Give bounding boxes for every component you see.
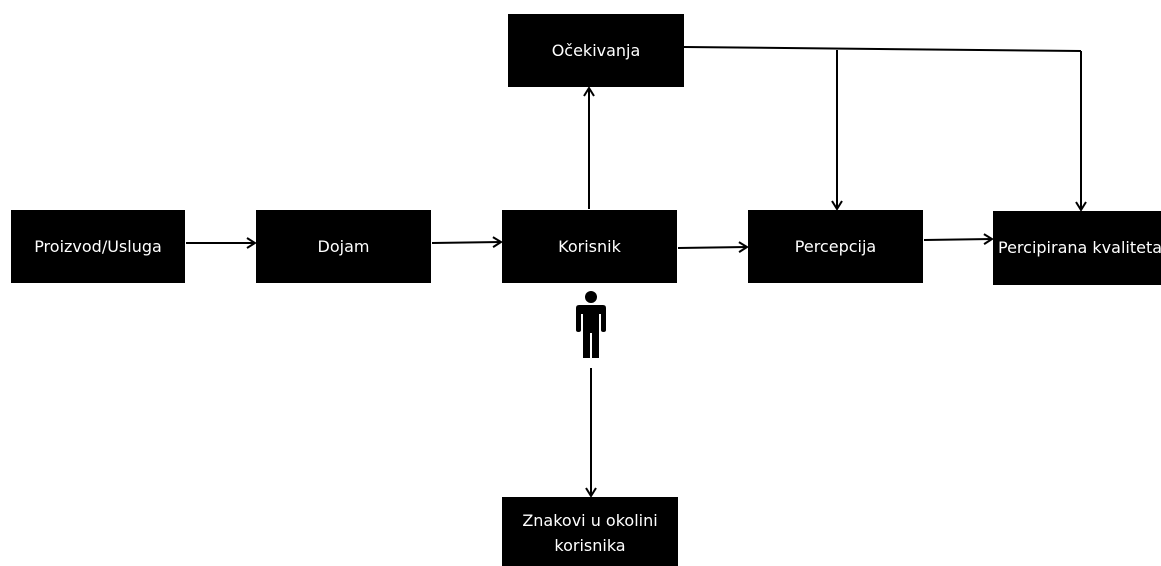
node-label-percipirana-kvaliteta: Percipirana kvaliteta xyxy=(998,238,1161,257)
node-percepcija: Percepcija xyxy=(748,210,923,283)
node-label-dojam: Dojam xyxy=(317,236,370,256)
node-label-percepcija: Percepcija xyxy=(794,236,877,256)
node-ocekivanja: Očekivanja xyxy=(508,14,684,87)
node-znakovi-u-okolini-korisnika: Znakovi u okolini korisnika xyxy=(502,497,678,566)
person-icon xyxy=(576,291,606,358)
node-label-korisnik: Korisnik xyxy=(558,236,621,256)
node-label-znakovi: Znakovi u okolini korisnika xyxy=(522,511,658,555)
node-label-ocekivanja: Očekivanja xyxy=(551,40,641,60)
node-label-proizvod-usluga: Proizvod/Usluga xyxy=(34,236,162,256)
connector-ocekivanja-top-branch xyxy=(683,46,1082,52)
arrow-dojam-to-korisnik xyxy=(431,236,503,248)
node-percipirana-kvaliteta: Percipirana kvaliteta xyxy=(993,211,1161,285)
node-korisnik: Korisnik xyxy=(502,210,677,283)
arrow-korisnik-to-percepcija xyxy=(677,241,749,253)
node-proizvod-usluga: Proizvod/Usluga xyxy=(11,210,185,283)
node-dojam: Dojam xyxy=(256,210,431,283)
arrow-percepcija-to-kvaliteta xyxy=(923,233,994,245)
